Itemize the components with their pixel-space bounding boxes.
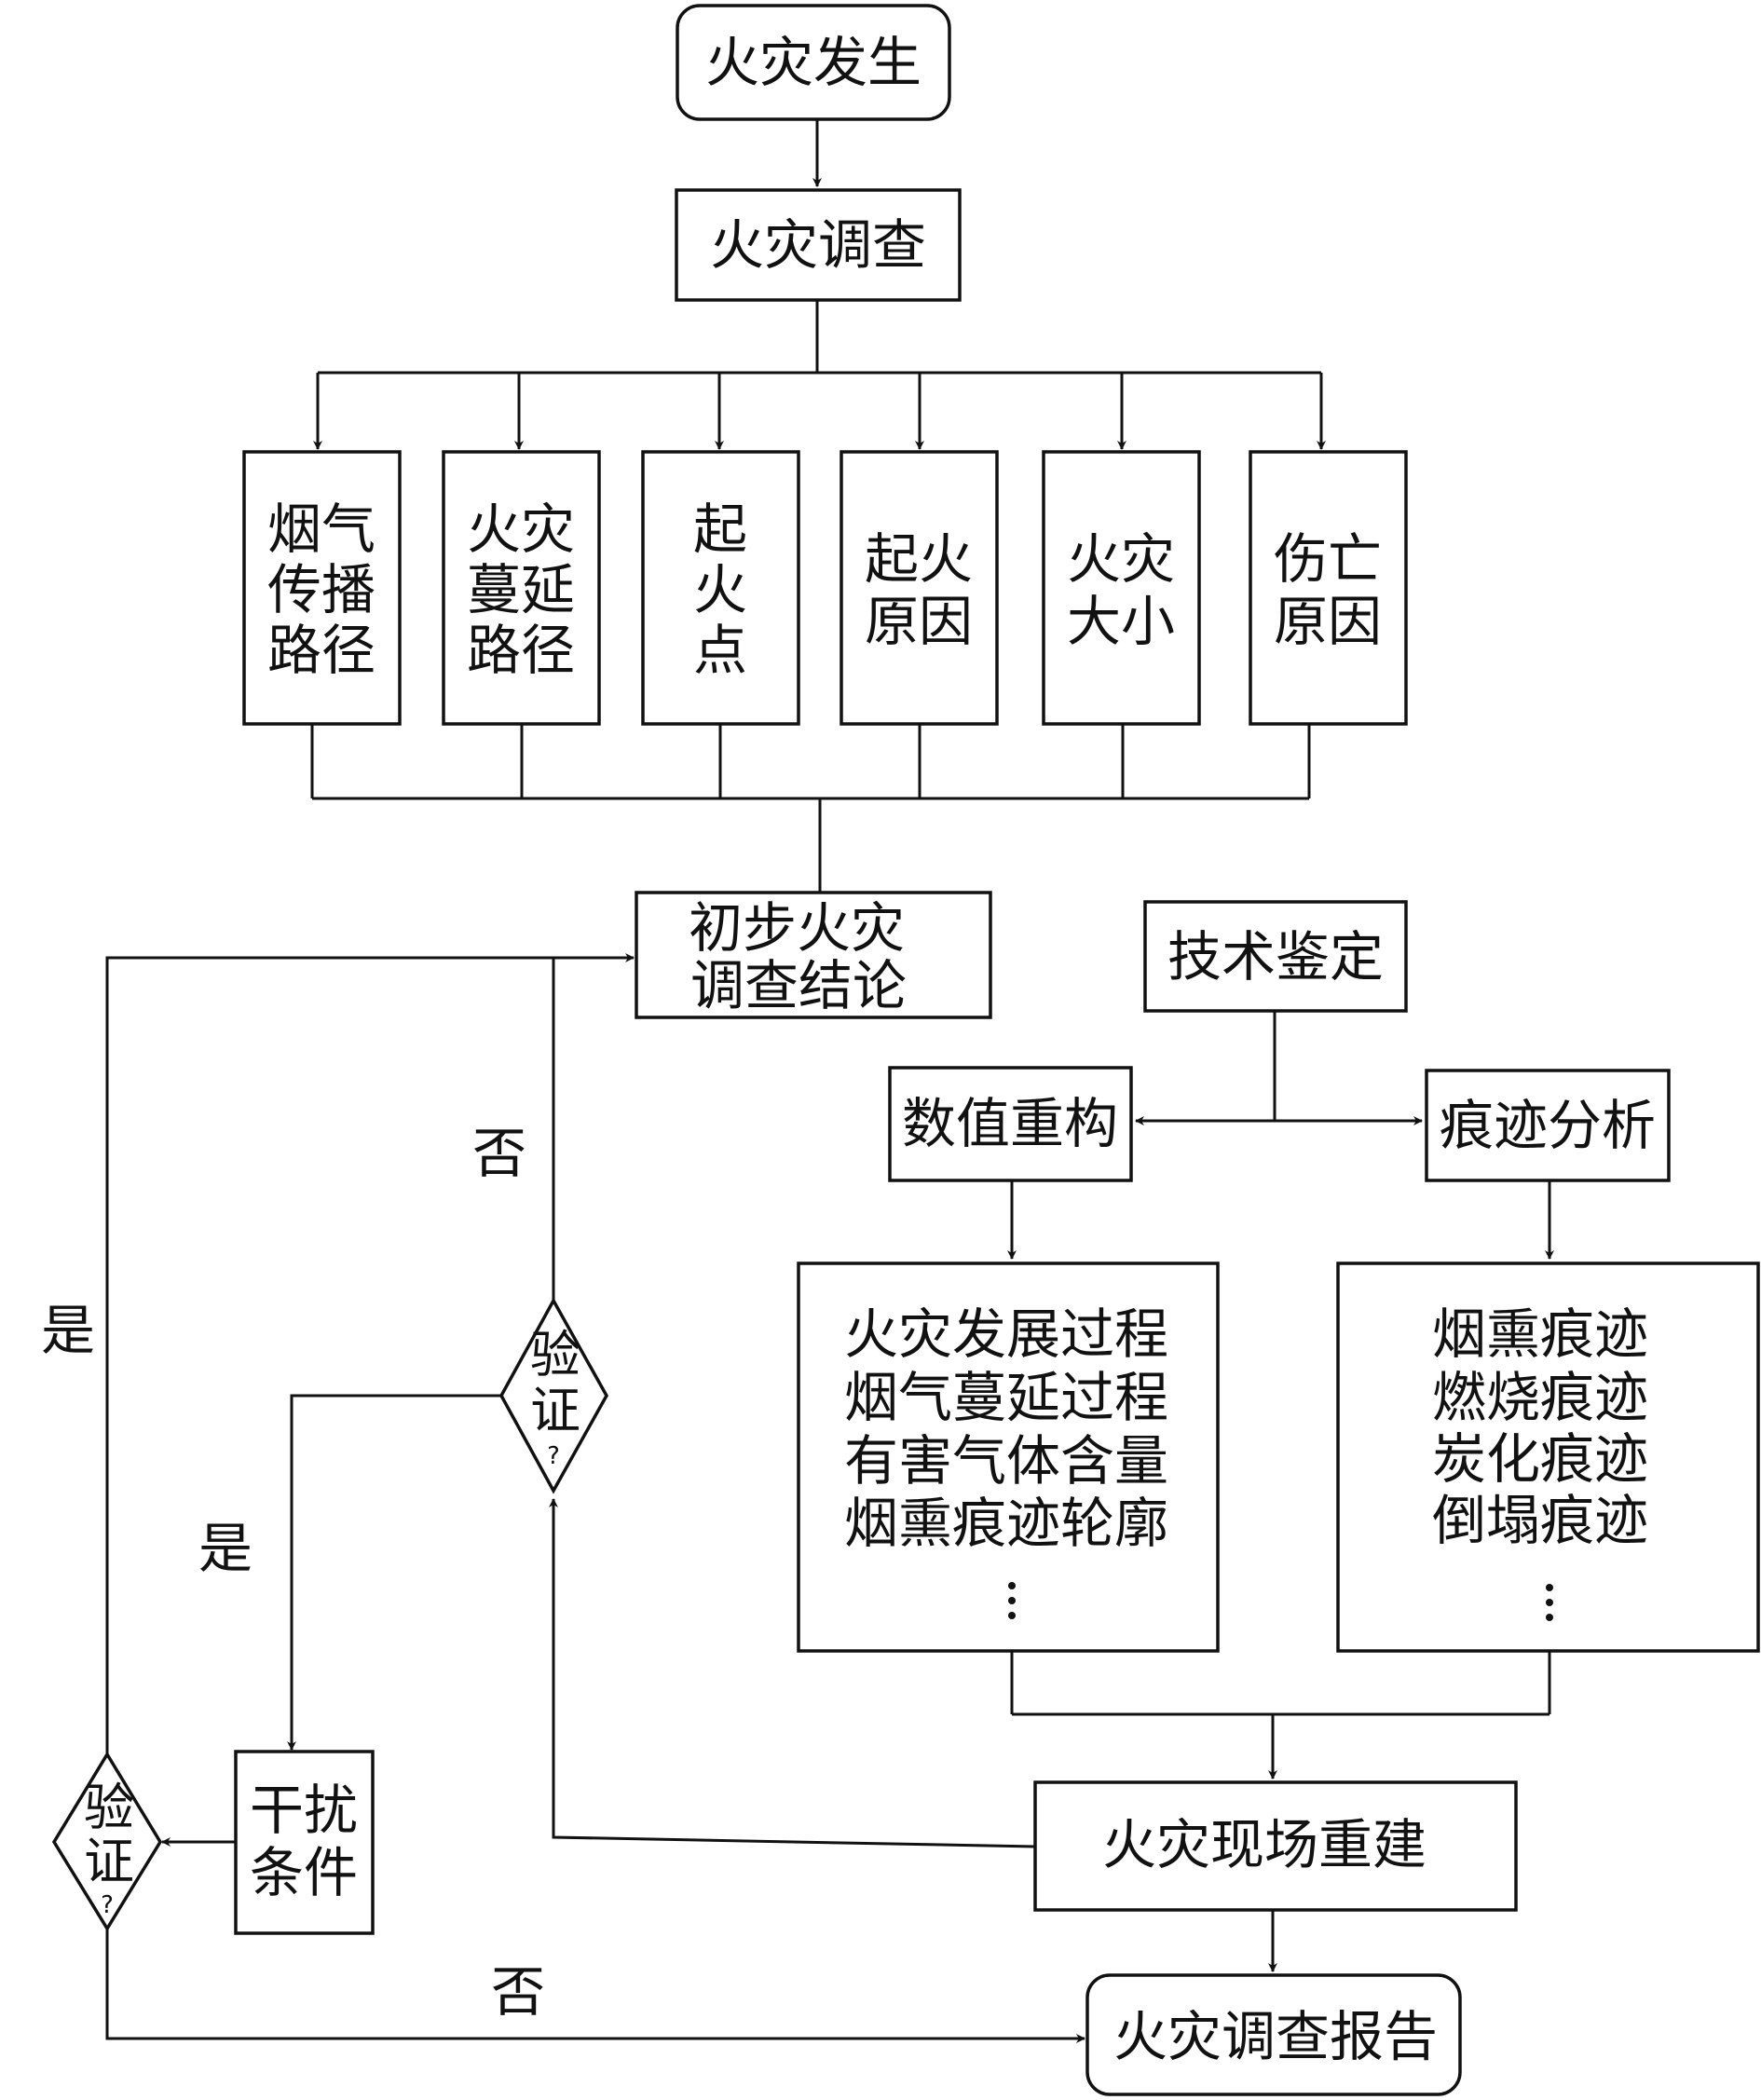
node-verify-2: 验 证 ?: [51, 1751, 163, 1932]
edge-label-no-bottom: 否: [491, 1960, 545, 2024]
factor-1-line-3: 路径: [267, 619, 375, 682]
edge-verify1-preliminary: [552, 953, 635, 1301]
verify-1-line-2: 证: [530, 1382, 580, 1440]
node-factor-5: 火灾 大小: [1042, 450, 1201, 726]
node-technical-appraisal: 技术鉴定: [1143, 900, 1408, 1013]
interference-line-2: 条件: [250, 1841, 358, 1904]
numerical-item-1: 火灾发展过程: [844, 1302, 1168, 1366]
edge-verify2-report: [105, 1929, 1085, 2043]
node-interference-conditions: 干扰 条件: [234, 1750, 375, 1935]
verify-1-question: ?: [547, 1442, 560, 1470]
interference-line-1: 干扰: [250, 1779, 358, 1842]
factor-2-line-3: 路径: [467, 619, 575, 682]
node-factor-1: 烟气 传播 路径: [242, 450, 402, 726]
trace-item-3: 炭化痕迹: [1432, 1427, 1648, 1491]
node-trace-analysis: 痕迹分析: [1425, 1069, 1671, 1182]
verify-1-line-1: 验: [530, 1326, 580, 1384]
trace-item-1: 烟熏痕迹: [1432, 1302, 1648, 1366]
factor-6-line-1: 伤亡: [1274, 527, 1382, 591]
node-fire-investigation-label: 火灾调查: [710, 213, 926, 277]
verify-2-line-1: 验: [84, 1779, 134, 1837]
edge-verify1-interference: [287, 1394, 501, 1751]
node-factor-2: 火灾 蔓延 路径: [442, 450, 601, 726]
verify-2-question: ?: [101, 1891, 114, 1919]
verify-2-line-2: 证: [84, 1833, 134, 1891]
technical-appraisal-label: 技术鉴定: [1167, 925, 1384, 989]
factor-4-line-2: 原因: [865, 590, 973, 653]
node-final-report: 火灾调查报告: [1085, 1973, 1462, 2096]
trace-analysis-label: 痕迹分析: [1440, 1094, 1656, 1157]
factor-2-line-2: 蔓延: [467, 558, 575, 621]
scene-reconstruction-label: 火灾现场重建: [1102, 1813, 1427, 1876]
trace-items-ellipsis: [1546, 1584, 1553, 1621]
factor-6-line-2: 原因: [1274, 590, 1382, 653]
factor-4-line-1: 起火: [865, 527, 973, 591]
node-scene-reconstruction: 火灾现场重建: [1033, 1780, 1518, 1912]
factor-2-line-1: 火灾: [467, 498, 575, 561]
factor-1-line-2: 传播: [267, 558, 375, 621]
edges: [105, 119, 1554, 2043]
edge-label-yes-middle: 是: [198, 1517, 253, 1580]
preliminary-line-2: 调查结论: [690, 954, 907, 1017]
node-verify-1: 验 证 ?: [499, 1297, 609, 1494]
node-factor-4: 起火 原因: [840, 450, 999, 726]
numerical-item-2: 烟气蔓延过程: [844, 1366, 1168, 1429]
edge-scene-verify1: [549, 1498, 1036, 1848]
node-trace-items: 烟熏痕迹 燃烧痕迹 炭化痕迹 倒塌痕迹: [1336, 1261, 1760, 1653]
numerical-item-3: 有害气体含量: [844, 1429, 1168, 1493]
edge-label-no-upper: 否: [472, 1122, 526, 1185]
factor-1-line-1: 烟气: [267, 498, 375, 561]
node-numerical-items: 火灾发展过程 烟气蔓延过程 有害气体含量 烟熏痕迹轮廓: [797, 1261, 1220, 1653]
factor-3-line-1: 起: [693, 498, 747, 561]
trace-item-4: 倒塌痕迹: [1432, 1489, 1648, 1552]
factor-5-line-2: 大小: [1067, 590, 1175, 653]
edge-label-yes-left: 是: [41, 1299, 95, 1362]
numerical-item-4: 烟熏痕迹轮廓: [844, 1492, 1168, 1555]
node-factor-6: 伤亡 原因: [1249, 450, 1408, 726]
preliminary-line-1: 初步火灾: [689, 896, 905, 960]
trace-item-2: 燃烧痕迹: [1432, 1366, 1648, 1429]
numerical-reconstruction-label: 数值重构: [902, 1092, 1118, 1155]
node-fire-investigation: 火灾调查: [675, 188, 962, 302]
edge-verify2-preliminary: [105, 956, 634, 1754]
node-fire-occurrence: 火灾发生: [676, 4, 951, 121]
node-preliminary-conclusion: 初步火灾 调查结论: [635, 891, 992, 1019]
node-numerical-reconstruction: 数值重构: [888, 1066, 1133, 1182]
final-report-label: 火灾调查报告: [1113, 2005, 1438, 2068]
factor-5-line-1: 火灾: [1067, 527, 1175, 591]
factor-3-line-3: 点: [693, 619, 747, 682]
factor-3-line-2: 火: [693, 558, 747, 621]
numerical-items-ellipsis: [1008, 1582, 1016, 1619]
node-factor-3: 起 火 点: [641, 450, 800, 726]
node-fire-occurrence-label: 火灾发生: [705, 31, 921, 94]
